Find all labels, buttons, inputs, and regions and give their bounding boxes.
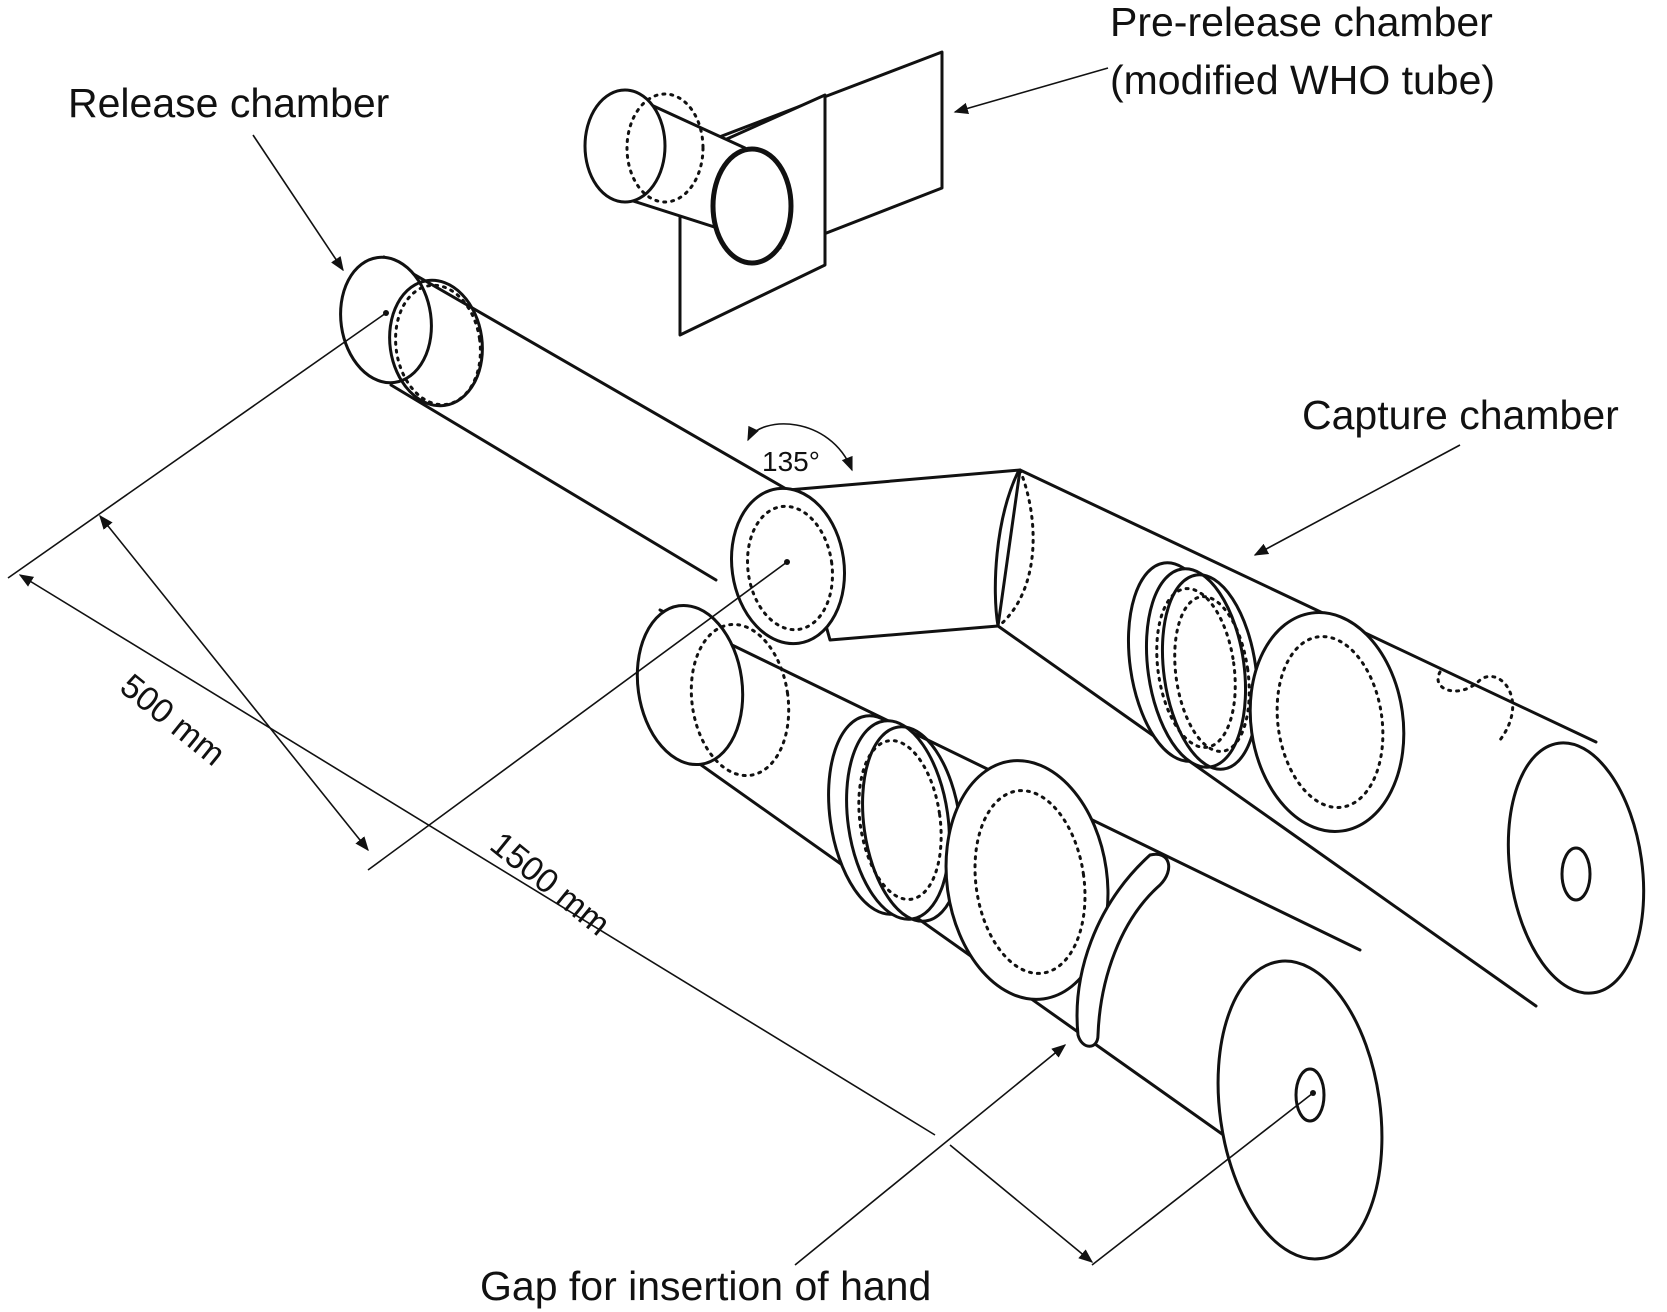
capture-arm-upper	[996, 468, 1646, 1008]
angle-indicator	[747, 423, 853, 472]
pre-release-chamber	[583, 50, 944, 337]
angle-label: 135°	[762, 446, 820, 477]
dim-500-label: 500 mm	[113, 667, 232, 774]
gap-label: Gap for insertion of hand	[480, 1263, 931, 1309]
pre-release-label-line2: (modified WHO tube)	[1110, 57, 1495, 103]
pre-release-label-line1: Pre-release chamber	[1110, 0, 1493, 45]
dimension-lines	[7, 312, 1314, 1266]
release-chamber	[339, 255, 790, 582]
release-chamber-label: Release chamber	[68, 80, 389, 126]
capture-chamber-label: Capture chamber	[1302, 392, 1619, 438]
dim-1500-label: 1500 mm	[483, 825, 617, 944]
leader-arrows	[252, 67, 1461, 1266]
capture-arm-lower	[635, 603, 1384, 1261]
junction	[729, 468, 1035, 646]
